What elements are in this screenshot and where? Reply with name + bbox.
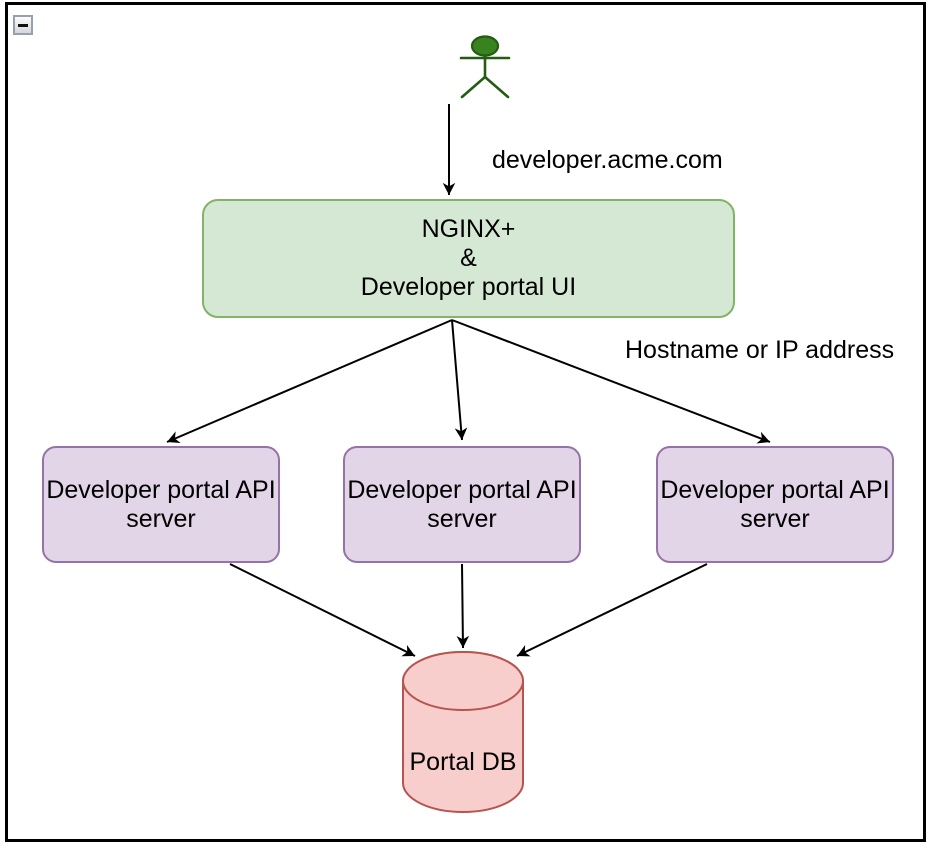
api-server-label: Developer portal API server <box>660 475 890 533</box>
database-cylinder-top <box>402 651 524 711</box>
gateway-node[interactable]: NGINX+ & Developer portal UI <box>202 199 735 318</box>
api-server-label: Developer portal API server <box>46 475 276 533</box>
api-server-node-1[interactable]: Developer portal API server <box>42 446 280 563</box>
edge-label-routing: Hostname or IP address <box>625 336 895 364</box>
minus-icon <box>18 23 28 27</box>
database-node[interactable] <box>402 651 524 813</box>
api-server-node-3[interactable]: Developer portal API server <box>656 446 894 563</box>
gateway-node-label: NGINX+ & Developer portal UI <box>360 215 577 301</box>
user-actor-icon[interactable] <box>459 35 511 99</box>
collapse-button[interactable] <box>13 15 33 35</box>
api-server-node-2[interactable]: Developer portal API server <box>343 446 581 563</box>
api-server-label: Developer portal API server <box>347 475 577 533</box>
diagram-frame <box>5 2 926 842</box>
edge-label-request-host: developer.acme.com <box>492 146 723 174</box>
database-node-label: Portal DB <box>409 748 517 776</box>
